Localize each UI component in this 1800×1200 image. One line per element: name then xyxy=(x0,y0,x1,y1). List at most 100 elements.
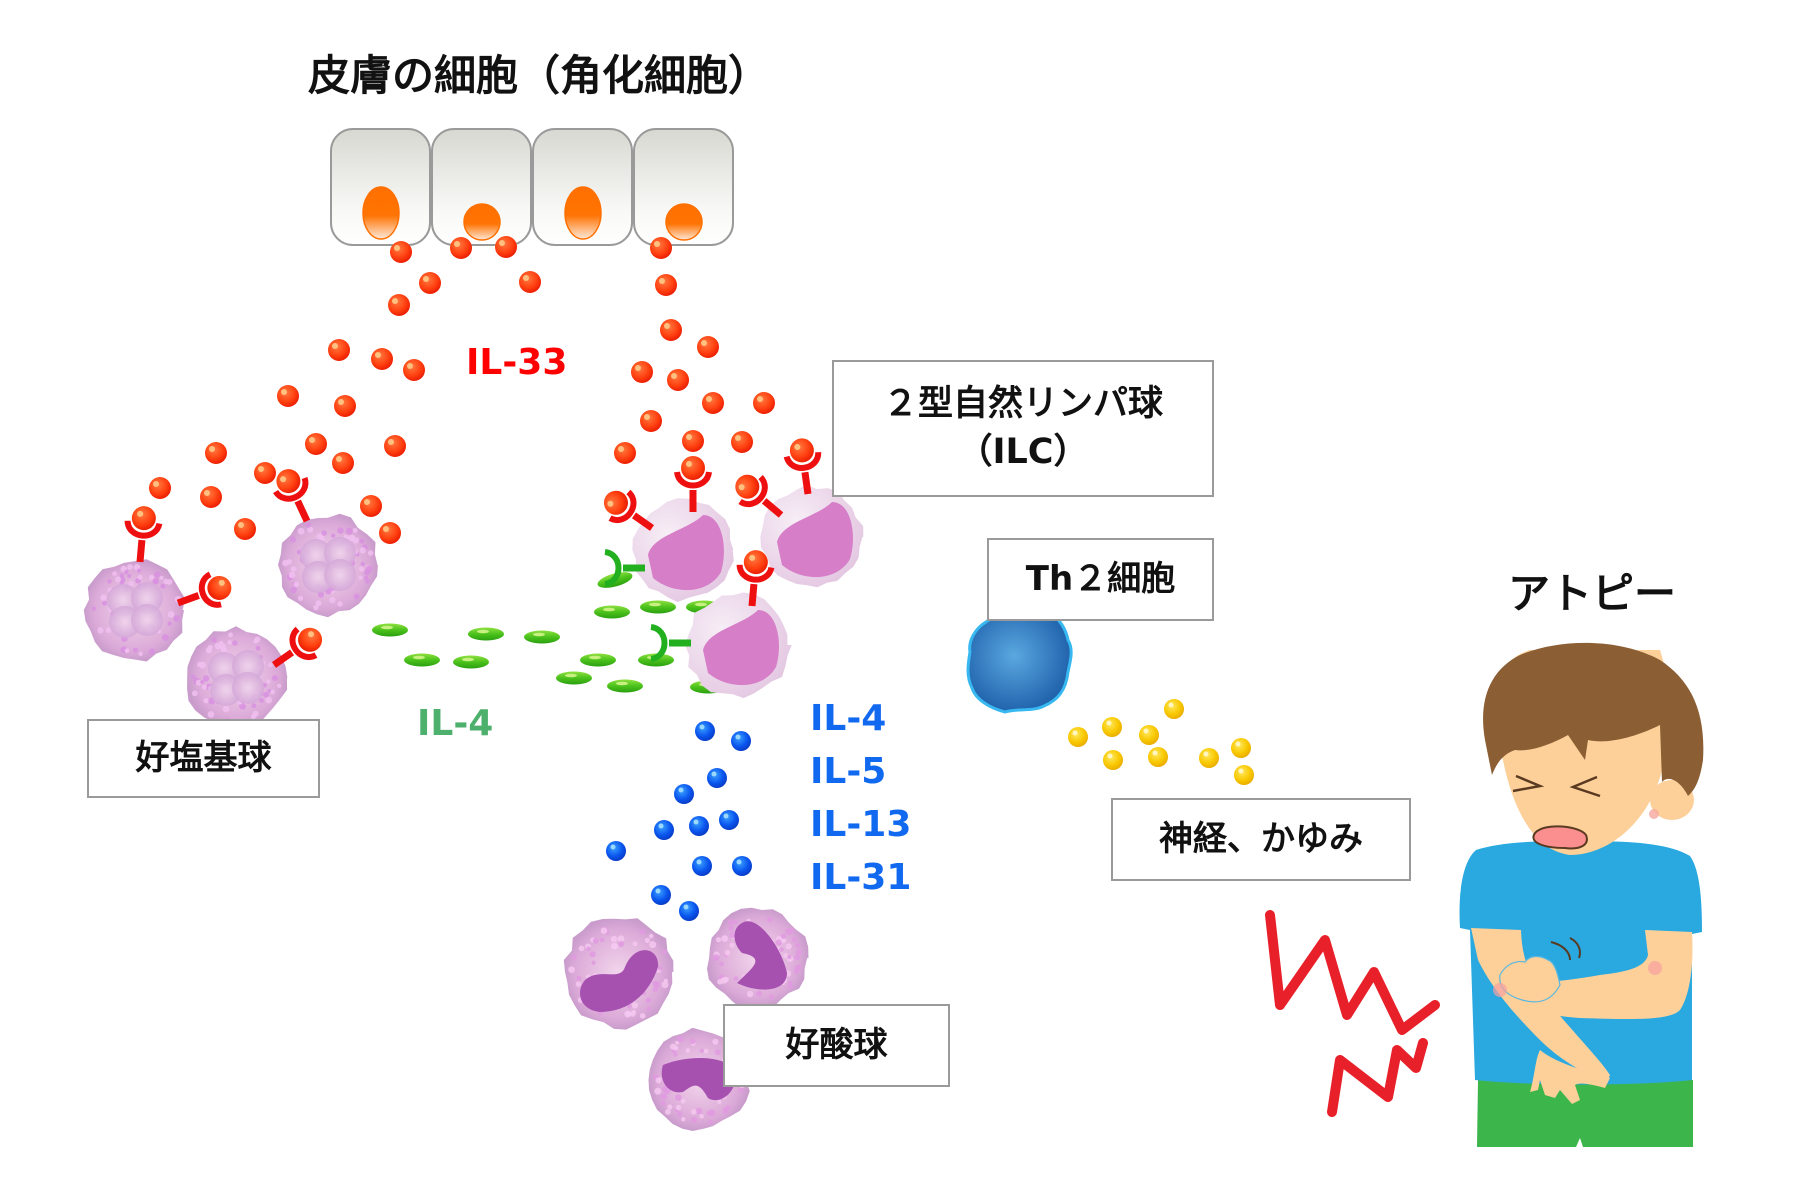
il4-particle xyxy=(372,623,408,637)
il33-particle xyxy=(682,430,704,452)
blue-cytokine-particle xyxy=(732,856,752,876)
granule xyxy=(649,941,657,949)
il33-particle-body xyxy=(495,236,517,258)
basophil-label: 好塩基球 xyxy=(135,737,272,778)
granule xyxy=(767,916,773,923)
il33-particle xyxy=(305,433,327,455)
motion-line-icon xyxy=(1569,937,1581,959)
granule xyxy=(721,935,729,942)
lower-hand xyxy=(1530,1050,1610,1104)
keratinocyte-nucleus xyxy=(665,203,703,241)
granule xyxy=(329,597,336,604)
granule xyxy=(160,583,166,589)
ilc-cell xyxy=(685,592,792,699)
il4-particle-body xyxy=(607,679,643,693)
il33-particle-body xyxy=(655,274,677,296)
receptor-cup xyxy=(273,477,309,502)
granule xyxy=(114,576,122,583)
blue-cytokine-particle xyxy=(654,820,674,840)
il33-receptor-icon xyxy=(271,626,323,668)
particle-highlight xyxy=(693,819,699,825)
particle-highlight xyxy=(413,655,425,660)
particle-highlight xyxy=(218,579,225,586)
granule xyxy=(674,1094,682,1101)
granule xyxy=(631,1002,639,1009)
il33-particle xyxy=(205,442,227,464)
granule xyxy=(794,969,799,974)
lightning-bolt-lower xyxy=(1327,1038,1428,1117)
il4-particle-body xyxy=(453,655,489,669)
ilc-nucleus xyxy=(648,515,724,591)
granule xyxy=(785,928,793,936)
particle-highlight xyxy=(281,389,287,395)
granule xyxy=(367,550,374,556)
granule xyxy=(97,627,104,634)
granule xyxy=(685,1048,691,1053)
bound-il33-particle xyxy=(603,490,628,515)
yellow-particle-body xyxy=(1148,747,1168,767)
itching-child-illustration xyxy=(1459,642,1704,1147)
itch-signal-particle xyxy=(1199,748,1219,768)
il33-receptor-icon xyxy=(783,438,822,495)
granule xyxy=(599,937,605,943)
granule xyxy=(591,960,596,965)
granule xyxy=(795,942,801,948)
il33-particle-body xyxy=(667,369,689,391)
granule xyxy=(138,651,143,657)
bound-il33-particle xyxy=(681,456,705,480)
granule xyxy=(639,1013,646,1019)
blue-cytokine-particle xyxy=(692,856,712,876)
il4-particle xyxy=(468,627,504,641)
blue-particle-body xyxy=(651,885,671,905)
particle-highlight xyxy=(332,343,338,349)
itch-signal-particle xyxy=(1068,727,1088,747)
particle-highlight xyxy=(1203,751,1209,757)
receptor-stem xyxy=(748,583,758,607)
il4-particle-body xyxy=(468,627,504,641)
blue-particle-body xyxy=(731,731,751,751)
granule xyxy=(154,571,161,578)
granule xyxy=(345,527,353,535)
granule xyxy=(167,611,175,618)
granule xyxy=(624,1010,632,1018)
hair xyxy=(1483,642,1704,796)
cytokine-il31-label: IL-31 xyxy=(810,857,912,898)
il33-particle-body xyxy=(631,361,653,383)
blue-cytokine-particle xyxy=(731,731,751,751)
granule xyxy=(211,637,217,643)
il33-particles xyxy=(149,236,775,544)
il33-particle-body xyxy=(234,518,256,540)
eosinophil-nucleus xyxy=(734,921,787,990)
il33-particle xyxy=(384,435,406,457)
particle-highlight xyxy=(655,888,661,894)
il33-particle xyxy=(379,522,401,544)
granule xyxy=(191,690,198,697)
il33-particle-body xyxy=(149,477,171,499)
granule xyxy=(330,533,336,538)
ilc-label-box: ２型自然リンパ球 （ILC） xyxy=(832,360,1214,497)
granule xyxy=(359,538,365,544)
granule xyxy=(715,937,722,943)
eosinophil-cells xyxy=(563,907,809,1131)
granule xyxy=(695,1107,703,1115)
granule xyxy=(568,966,575,973)
granule xyxy=(648,933,654,939)
particle-highlight xyxy=(1107,753,1113,759)
granule xyxy=(729,942,735,948)
yellow-particle-body xyxy=(1199,748,1219,768)
motion-line-icon xyxy=(1550,941,1571,961)
ilc-label-line2: （ILC） xyxy=(957,431,1089,472)
keratinocyte-cell xyxy=(532,128,633,246)
particle-highlight xyxy=(1072,730,1078,736)
particle-highlight xyxy=(654,241,660,247)
particle-highlight xyxy=(678,787,684,793)
receptor-stem xyxy=(631,512,655,531)
il33-particle-body xyxy=(388,294,410,316)
granule xyxy=(105,627,112,634)
blue-cytokine-particle xyxy=(689,816,709,836)
particle-highlight xyxy=(523,275,529,281)
il33-receptor-icon xyxy=(176,571,232,608)
granule xyxy=(589,951,596,958)
particle-highlight xyxy=(757,396,763,402)
particle-highlight xyxy=(649,602,661,607)
